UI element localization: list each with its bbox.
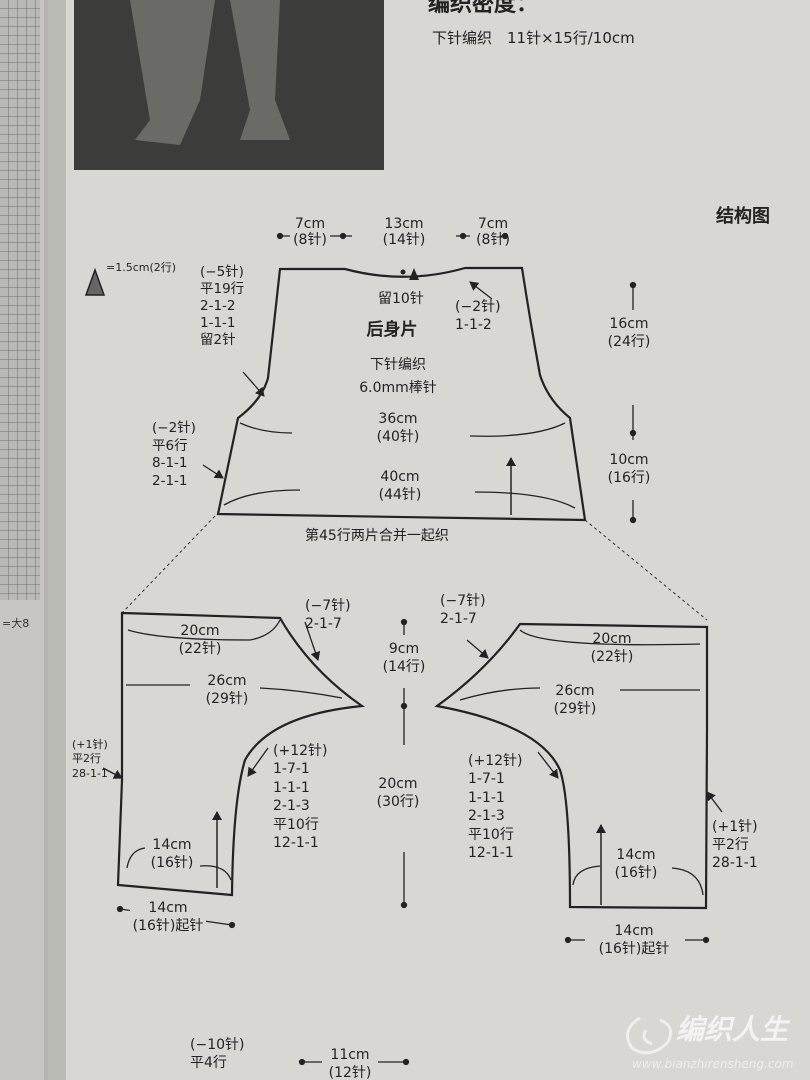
back-panel-guide-4 [474, 491, 576, 509]
right-leg-outline [434, 622, 709, 910]
legend-triangle [84, 267, 106, 296]
bottom-left-shaping: (−10针)平4行 [190, 1037, 245, 1072]
margin-text: =大8 [2, 617, 30, 630]
back-right-dimension [629, 281, 637, 524]
watermark-logo-icon [626, 1016, 673, 1055]
back-panel-guide-3 [223, 489, 301, 506]
panel-bottom-width: 40cm(44针) [378, 469, 422, 504]
join-note: 第45行两片合并一起织 [305, 528, 449, 544]
right-leg-cast-on: 14cm(16针)起针 [598, 923, 670, 958]
back-panel-guide-1 [239, 422, 293, 434]
right-leg-mid-width: 26cm(29针) [553, 683, 597, 718]
right-leg-cuff: 14cm(16针) [614, 847, 658, 882]
book-gutter [44, 0, 66, 1080]
neck-side-shaping: (−2针)1-1-2 [455, 299, 501, 334]
left-leg-outline [116, 611, 366, 897]
bottom-center-width: 11cm(12针) [328, 1047, 372, 1080]
top-width-right: 7cm(8针) [476, 216, 510, 249]
panel-stitch: 下针编织 [370, 357, 426, 373]
right-leg-inner: (+12针) 1-7-1 1-1-1 2-1-3 平10行 12-1-1 [468, 753, 523, 862]
watermark-logo-text: 编织人生 [676, 1013, 789, 1046]
watermark-url: www.bianzhirensheng.com [632, 1057, 794, 1071]
right-height-upper: 16cm(24行) [607, 316, 651, 351]
right-leg-top-width: 20cm(22针) [590, 631, 634, 666]
left-leg-crotch: (−7针)2-1-7 [305, 598, 351, 633]
center-upper-height: 9cm(14行) [382, 641, 426, 676]
left-leg-cuff: 14cm(16针) [150, 837, 194, 872]
neck-center-text: 留10针 [378, 291, 424, 307]
section-title: 结构图 [716, 206, 770, 227]
top-width-left: 7cm(8针) [293, 216, 327, 249]
photo [74, 0, 384, 170]
left-leg-mid-width: 26cm(29针) [205, 673, 249, 708]
legend-text: =1.5cm(2行) [106, 261, 177, 274]
back-panel-guide-2 [469, 422, 566, 437]
photo-figure [130, 0, 290, 145]
right-leg-crotch: (−7针)2-1-7 [440, 593, 486, 628]
lower-left-shaping: (−2针) 平6行 8-1-1 2-1-1 [152, 420, 196, 489]
panel-needle: 6.0mm棒针 [359, 380, 437, 396]
left-page-grid [0, 0, 40, 600]
join-line-left [121, 515, 216, 614]
center-dimension [400, 618, 408, 909]
right-height-lower: 10cm(16行) [607, 452, 651, 487]
left-leg-inner: (+12针) 1-7-1 1-1-1 2-1-3 平10行 12-1-1 [273, 743, 328, 852]
center-lower-height: 20cm(30行) [376, 776, 420, 811]
left-leg-top-width: 20cm(22针) [178, 623, 222, 658]
gauge-text: 下针编织 11针×15行/10cm [432, 29, 635, 47]
gauge-heading: 编织密度： [428, 0, 539, 17]
left-armhole-shaping: (−5针) 平19行 2-1-2 1-1-1 留2针 [200, 264, 245, 348]
panel-mid-width: 36cm(40针) [376, 411, 420, 446]
top-width-center: 13cm(14针) [382, 216, 426, 249]
panel-name: 后身片 [366, 320, 418, 340]
left-leg-cast-on: 14cm(16针)起针 [132, 900, 204, 935]
join-line-right [584, 519, 708, 621]
